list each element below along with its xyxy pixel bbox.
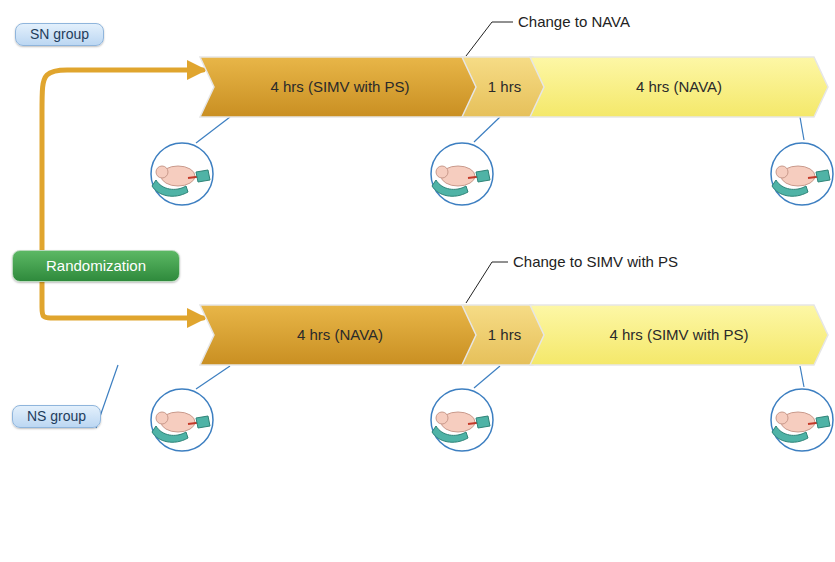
period-chevron: 4 hrs (SIMV with PS)	[530, 305, 828, 365]
randomization-arrow	[42, 282, 203, 318]
period-label: 1 hrs	[488, 78, 521, 95]
period-label: 4 hrs (NAVA)	[636, 78, 722, 95]
chevron-outline	[530, 305, 828, 365]
callout-label: Change to SIMV with PS	[511, 253, 680, 270]
randomization-arrow	[42, 70, 203, 250]
period-chevron: 4 hrs (NAVA)	[530, 57, 828, 117]
period-label: 4 hrs (NAVA)	[297, 326, 383, 343]
period-chevron: 4 hrs (SIMV with PS)	[200, 57, 480, 117]
chevron-outline	[530, 57, 828, 117]
callout-label: Change to NAVA	[516, 13, 632, 30]
period-label: 4 hrs (SIMV with PS)	[270, 78, 409, 95]
period-chevron: 4 hrs (NAVA)	[200, 305, 480, 365]
box-label: NS group	[27, 408, 86, 424]
group-pill: SN group	[15, 23, 104, 46]
box-label: Randomization	[46, 257, 146, 274]
period-label: 4 hrs (SIMV with PS)	[609, 326, 748, 343]
group-pill: NS group	[12, 405, 101, 428]
period-label: 1 hrs	[488, 326, 521, 343]
chevron-outline	[200, 57, 480, 117]
chevron-outline	[200, 305, 480, 365]
sampling-icons	[151, 143, 833, 451]
box-label: SN group	[30, 26, 89, 42]
leader-lines	[96, 117, 804, 428]
randomization-box: Randomization	[12, 250, 180, 282]
